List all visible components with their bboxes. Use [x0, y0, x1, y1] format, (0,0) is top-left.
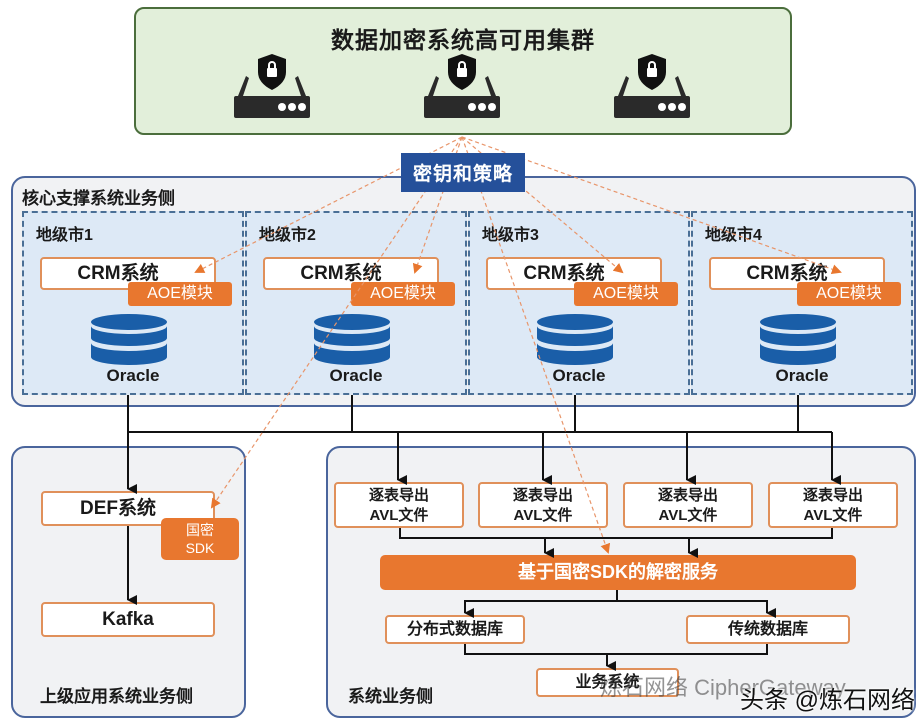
city-panel-4: 地级市4 CRM系统 AOE模块 Oracle	[691, 211, 913, 395]
upper-section-title: 上级应用系统业务侧	[40, 687, 193, 706]
key-and-policy-badge: 密钥和策略	[401, 153, 525, 192]
avl-line-2: AVL文件	[513, 507, 573, 524]
city-panel-1: 地级市1 CRM系统 AOE模块 Oracle	[22, 211, 244, 395]
avl-line-2: AVL文件	[803, 507, 863, 524]
avl-export-box: 逐表导出 AVL文件	[768, 482, 898, 528]
oracle-label: Oracle	[775, 366, 829, 385]
oracle-label: Oracle	[106, 366, 160, 385]
sdk-line-1: 国密	[186, 522, 214, 538]
avl-export-box: 逐表导出 AVL文件	[478, 482, 608, 528]
aoe-module-badge: AOE模块	[128, 282, 232, 306]
avl-line-1: 逐表导出	[512, 487, 573, 504]
oracle-label: Oracle	[329, 366, 383, 385]
system-section-title: 系统业务侧	[348, 687, 433, 706]
watermark: 头条 @炼石网络	[740, 687, 916, 714]
city-panel-2: 地级市2 CRM系统 AOE模块 Oracle	[245, 211, 467, 395]
sm-sdk-badge: 国密 SDK	[161, 518, 239, 560]
city-label: 地级市3	[482, 227, 539, 244]
avl-line-1: 逐表导出	[657, 487, 718, 504]
sdk-line-2: SDK	[185, 540, 215, 556]
avl-line-1: 逐表导出	[802, 487, 863, 504]
aoe-module-badge: AOE模块	[797, 282, 901, 306]
cluster-title: 数据加密系统高可用集群	[331, 27, 595, 53]
secure-server-icon	[614, 54, 690, 118]
avl-export-box: 逐表导出 AVL文件	[623, 482, 753, 528]
core-section-title: 核心支撑系统业务侧	[22, 189, 175, 208]
watermark: 炼石网络 CipherGateway	[600, 675, 846, 700]
city-label: 地级市4	[705, 227, 762, 244]
aoe-module-badge: AOE模块	[351, 282, 455, 306]
secure-server-icon	[424, 54, 500, 118]
distributed-db-box: 分布式数据库	[385, 615, 525, 644]
avl-line-1: 逐表导出	[368, 487, 429, 504]
city-label: 地级市1	[36, 227, 93, 244]
kafka-box: Kafka	[41, 602, 215, 637]
traditional-db-box: 传统数据库	[686, 615, 850, 644]
def-system-box: DEF系统	[41, 491, 215, 526]
avl-line-2: AVL文件	[658, 507, 718, 524]
avl-export-box: 逐表导出 AVL文件	[334, 482, 464, 528]
database-icon	[314, 314, 390, 365]
database-icon	[91, 314, 167, 365]
avl-line-2: AVL文件	[369, 507, 429, 524]
upper-app-section	[11, 446, 246, 718]
city-label: 地级市2	[259, 227, 316, 244]
database-icon	[537, 314, 613, 365]
secure-server-icon	[234, 54, 310, 118]
decrypt-service-bar: 基于国密SDK的解密服务	[380, 555, 856, 590]
aoe-module-badge: AOE模块	[574, 282, 678, 306]
oracle-label: Oracle	[552, 366, 606, 385]
database-icon	[760, 314, 836, 365]
city-panel-3: 地级市3 CRM系统 AOE模块 Oracle	[468, 211, 690, 395]
